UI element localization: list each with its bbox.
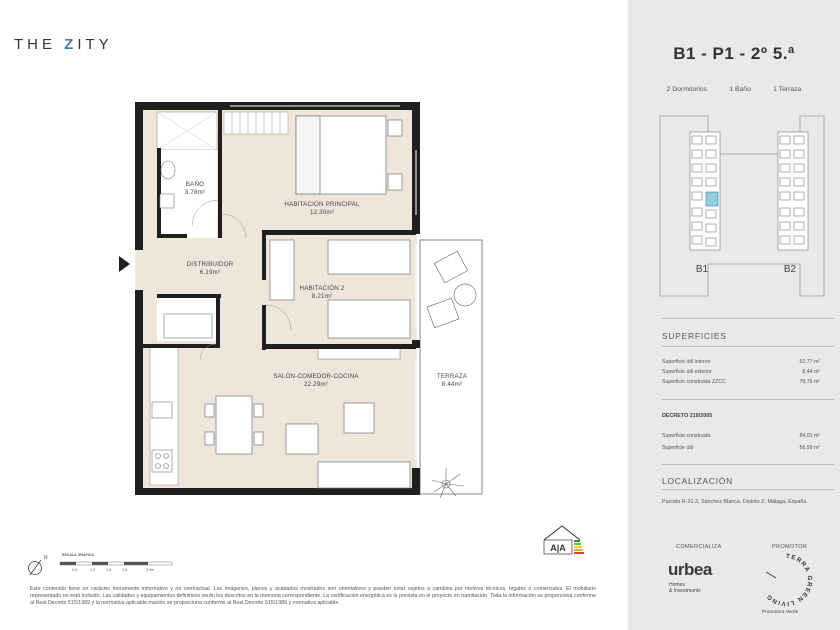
room-area-distribuidor: 6.19m² <box>200 269 220 276</box>
superficie-row: Superficie útil interior 52,77 m² <box>662 359 820 365</box>
promotor-subtitle: Promotora Verde <box>762 610 799 615</box>
storage-shelf <box>163 313 213 339</box>
brand-logo: THE ZITY <box>14 36 113 53</box>
comercializa-label: COMERCIALIZA <box>676 544 722 550</box>
key-plan: B1 B2 <box>659 115 825 297</box>
bedrooms-count: 2 Dormitorios <box>666 86 708 93</box>
scale-title: ESCALA GRÁFICA <box>62 552 94 557</box>
superficie-value: 52,77 m² <box>799 359 820 365</box>
decreto-title: DECRETO 218/2005 <box>662 413 713 419</box>
plant-icon <box>431 468 465 499</box>
scale-tick: 2.5 <box>122 568 127 572</box>
superficie-value: 79,76 m² <box>799 379 820 385</box>
divider <box>662 346 834 347</box>
room-name-salon: SALÓN-COMEDOR-COCINA <box>273 373 359 380</box>
bed-2 <box>269 239 411 339</box>
master-bed <box>295 115 403 195</box>
info-panel: B1 - P1 - 2º 5.ª 2 Dormitorios · 1 Baño … <box>628 0 840 630</box>
decreto-row: Superficie útil 56,99 m² <box>662 445 820 451</box>
superficie-label: Superficie construida ZZCC <box>662 379 726 385</box>
floor-plan-area: THE ZITY <box>14 36 596 607</box>
terrace-outline <box>419 239 483 495</box>
building-b2 <box>777 131 809 251</box>
room-name-habitacion2: HABITACIÓN 2 <box>300 285 345 292</box>
promotor-label: PROMOTOR <box>772 544 808 550</box>
room-area-salon: 22.29m² <box>304 381 328 388</box>
living-furniture <box>285 402 411 489</box>
divider <box>662 464 834 465</box>
superficie-label: Superficie útil interior <box>662 359 711 365</box>
dining-table <box>204 395 264 455</box>
superficie-row: Superficie útil exterior 8,44 m² <box>662 369 820 375</box>
room-name-habitacion-principal: HABITACIÓN PRINCIPAL <box>284 201 360 208</box>
bathroom-fixtures <box>159 160 176 209</box>
divider <box>662 399 834 400</box>
terraces-count: 1 Terraza <box>773 86 802 93</box>
floor-plan: BAÑO 3.78m² HABITACIÓN PRINCIPAL 12.30m²… <box>28 102 584 576</box>
windows <box>230 105 417 460</box>
room-area-habitacion-principal: 12.30m² <box>310 209 334 216</box>
superficies-title: SUPERFICIES <box>662 331 727 341</box>
urbea-logo: urbea <box>668 560 712 579</box>
scale-bar: ESCALA GRÁFICA <box>59 552 173 566</box>
doors <box>191 199 292 361</box>
decreto-row: Superficie construida 84,01 m² <box>662 433 820 439</box>
divider <box>662 489 834 490</box>
decreto-value: 56,99 m² <box>799 445 820 451</box>
decreto-label: Superficie construida <box>662 433 711 439</box>
superficie-value: 8,44 m² <box>802 369 820 375</box>
wardrobe <box>223 111 289 135</box>
energy-rating: A|A <box>550 543 566 553</box>
room-name-bano: BAÑO <box>186 181 204 188</box>
localizacion-text: Parcela R-21.3, Sánchez Blanca. Distrito… <box>662 499 807 505</box>
legal-disclaimer: Este contenido tiene un carácter meramen… <box>30 586 596 607</box>
scale-ticks: 0.5 1.0 1.5 2.5 3.5m <box>72 568 154 572</box>
scale-tick: 0.5 <box>72 568 77 572</box>
key-plan-label-b2: B2 <box>784 264 797 275</box>
building-b1 <box>689 131 721 251</box>
separator: · <box>717 86 720 93</box>
divider <box>662 318 834 319</box>
scale-tick: 3.5m <box>146 568 154 572</box>
scale-tick: 1.5 <box>106 568 111 572</box>
energy-certificate-icon: A|A <box>543 525 584 555</box>
room-area-bano: 3.78m² <box>185 189 205 196</box>
unit-summary: 2 Dormitorios · 1 Baño · 1 Terraza <box>628 86 840 93</box>
superficie-label: Superficie útil exterior <box>662 369 712 375</box>
svg-text:TERRA GREEN LIVING: TERRA GREEN LIVING <box>765 553 813 607</box>
baths-count: 1 Baño <box>729 86 751 93</box>
room-name-distribuidor: DISTRIBUIDOR <box>187 261 234 268</box>
urbea-subtitle: Homes& Investments <box>669 582 701 594</box>
compass-label: N <box>44 555 48 561</box>
terrace-furniture <box>426 250 477 329</box>
kitchen <box>151 401 173 473</box>
room-name-terraza: TERRAZA <box>437 373 468 380</box>
decreto-value: 84,01 m² <box>799 433 820 439</box>
separator: · <box>760 86 764 93</box>
key-plan-label-b1: B1 <box>696 264 709 275</box>
scale-tick: 1.0 <box>90 568 95 572</box>
room-area-terraza: 8.44m² <box>442 381 462 388</box>
room-area-habitacion2: 8.21m² <box>312 293 332 300</box>
unit-title: B1 - P1 - 2º 5.ª <box>673 44 795 63</box>
localizacion-title: LOCALIZACIÓN <box>662 476 734 486</box>
terra-green-living-logo: TERRA GREEN LIVING <box>765 553 813 607</box>
entrance-arrow-icon <box>119 256 130 272</box>
superficie-row: Superficie construida ZZCC 79,76 m² <box>662 379 820 385</box>
decreto-label: Superficie útil <box>662 445 694 451</box>
compass-icon: N <box>28 555 48 576</box>
